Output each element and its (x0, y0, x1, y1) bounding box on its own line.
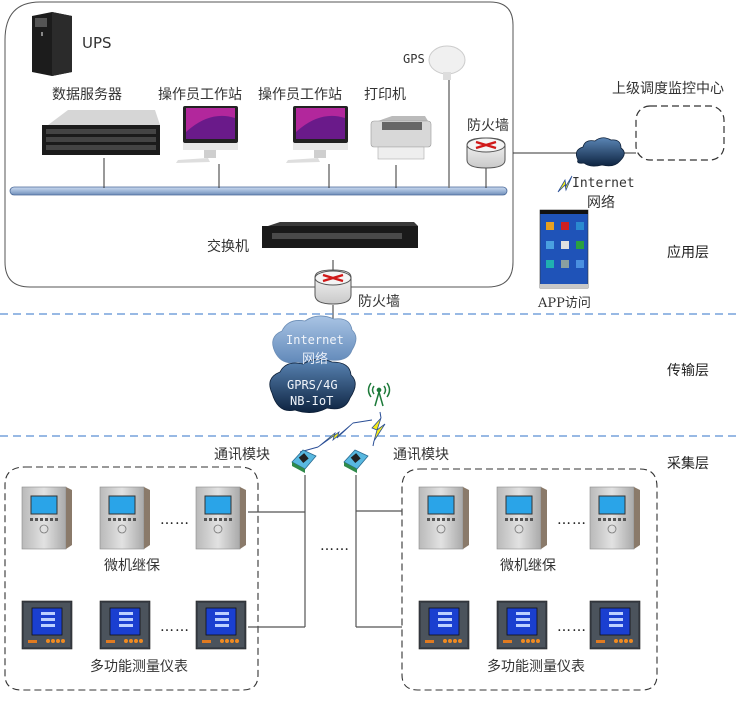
ups-label: UPS (82, 34, 112, 52)
left-relay-label: 微机继保 (104, 558, 160, 574)
comm-module-right-label: 通讯模块 (393, 447, 449, 463)
left-relay-ellipsis: …… (160, 512, 190, 528)
comm-module-left-label: 通讯模块 (214, 447, 270, 463)
layer-transport-label: 传输层 (667, 363, 709, 379)
lightning-icon (557, 175, 573, 193)
transport-internet-label: Internet (286, 333, 344, 347)
antenna-tower-icon (367, 382, 391, 407)
internet-network-label: 网络 (587, 195, 615, 211)
transport-network-label: 网络 (302, 352, 329, 367)
firewall-bottom-label: 防火墙 (358, 294, 400, 310)
operator-workstation-1-label: 操作员工作站 (158, 87, 242, 103)
firewall-bottom-icon (314, 269, 352, 305)
nbiot-label: NB-IoT (290, 394, 334, 408)
left-meter-device (21, 600, 73, 650)
right-meter-device (496, 600, 548, 650)
left-meter-device (195, 600, 247, 650)
app-access-label: APP访问 (538, 296, 591, 311)
right-relay-label: 微机继保 (500, 558, 556, 574)
data-server-icon (42, 110, 160, 155)
layer-application-label: 应用层 (667, 245, 709, 261)
ups-icon (32, 12, 72, 76)
comm-module-right-icon (343, 449, 369, 473)
printer-icon (370, 116, 432, 160)
comm-module-left-icon (291, 449, 317, 473)
wireless-link-icons (299, 175, 573, 453)
left-relay-device (21, 486, 72, 550)
upper-center-label: 上级调度监控中心 (612, 81, 724, 97)
left-meter-label: 多功能测量仪表 (90, 659, 188, 675)
firewall-top-icon (466, 137, 506, 169)
internet-label: Internet (572, 176, 635, 191)
operator-workstation-2-label: 操作员工作站 (258, 87, 342, 103)
left-device-group-frame (4, 466, 259, 691)
right-meter-device (418, 600, 470, 650)
right-relay-device (496, 486, 547, 550)
left-meter-ellipsis: …… (160, 619, 190, 635)
firewall-top-label: 防火墙 (467, 118, 509, 134)
right-relay-device (418, 486, 469, 550)
printer-label: 打印机 (364, 87, 406, 103)
acquisition-wiring (248, 475, 402, 628)
workstation-2-icon (286, 106, 348, 163)
upper-center-box (635, 105, 725, 161)
layer-acquisition-label: 采集层 (667, 456, 709, 472)
left-meter-device (99, 600, 151, 650)
lightning-icon (371, 417, 386, 442)
network-bus (9, 186, 508, 196)
right-relay-ellipsis: …… (557, 512, 587, 528)
phone-app-icon (539, 209, 589, 289)
gps-antenna-icon (428, 45, 466, 80)
right-meter-ellipsis: …… (557, 619, 587, 635)
middle-ellipsis: …… (320, 538, 350, 554)
switch-label: 交换机 (207, 239, 249, 255)
application-layer-frame (4, 1, 514, 288)
gps-label: GPS (403, 52, 425, 66)
workstation-1-icon (176, 106, 238, 163)
bus-connections (103, 80, 487, 188)
gprs-label: GPRS/4G (287, 378, 338, 392)
lightning-icon (317, 422, 354, 448)
right-relay-device (589, 486, 640, 550)
right-meter-label: 多功能测量仪表 (487, 659, 585, 675)
gprs-cloud-icon (269, 359, 356, 413)
right-meter-device (589, 600, 641, 650)
left-relay-device (195, 486, 246, 550)
internet-cloud-icon (575, 137, 625, 167)
field-devices (21, 486, 641, 650)
right-device-group-frame (401, 468, 658, 691)
left-relay-device (99, 486, 150, 550)
data-server-label: 数据服务器 (52, 87, 122, 103)
switch-icon (262, 222, 418, 248)
